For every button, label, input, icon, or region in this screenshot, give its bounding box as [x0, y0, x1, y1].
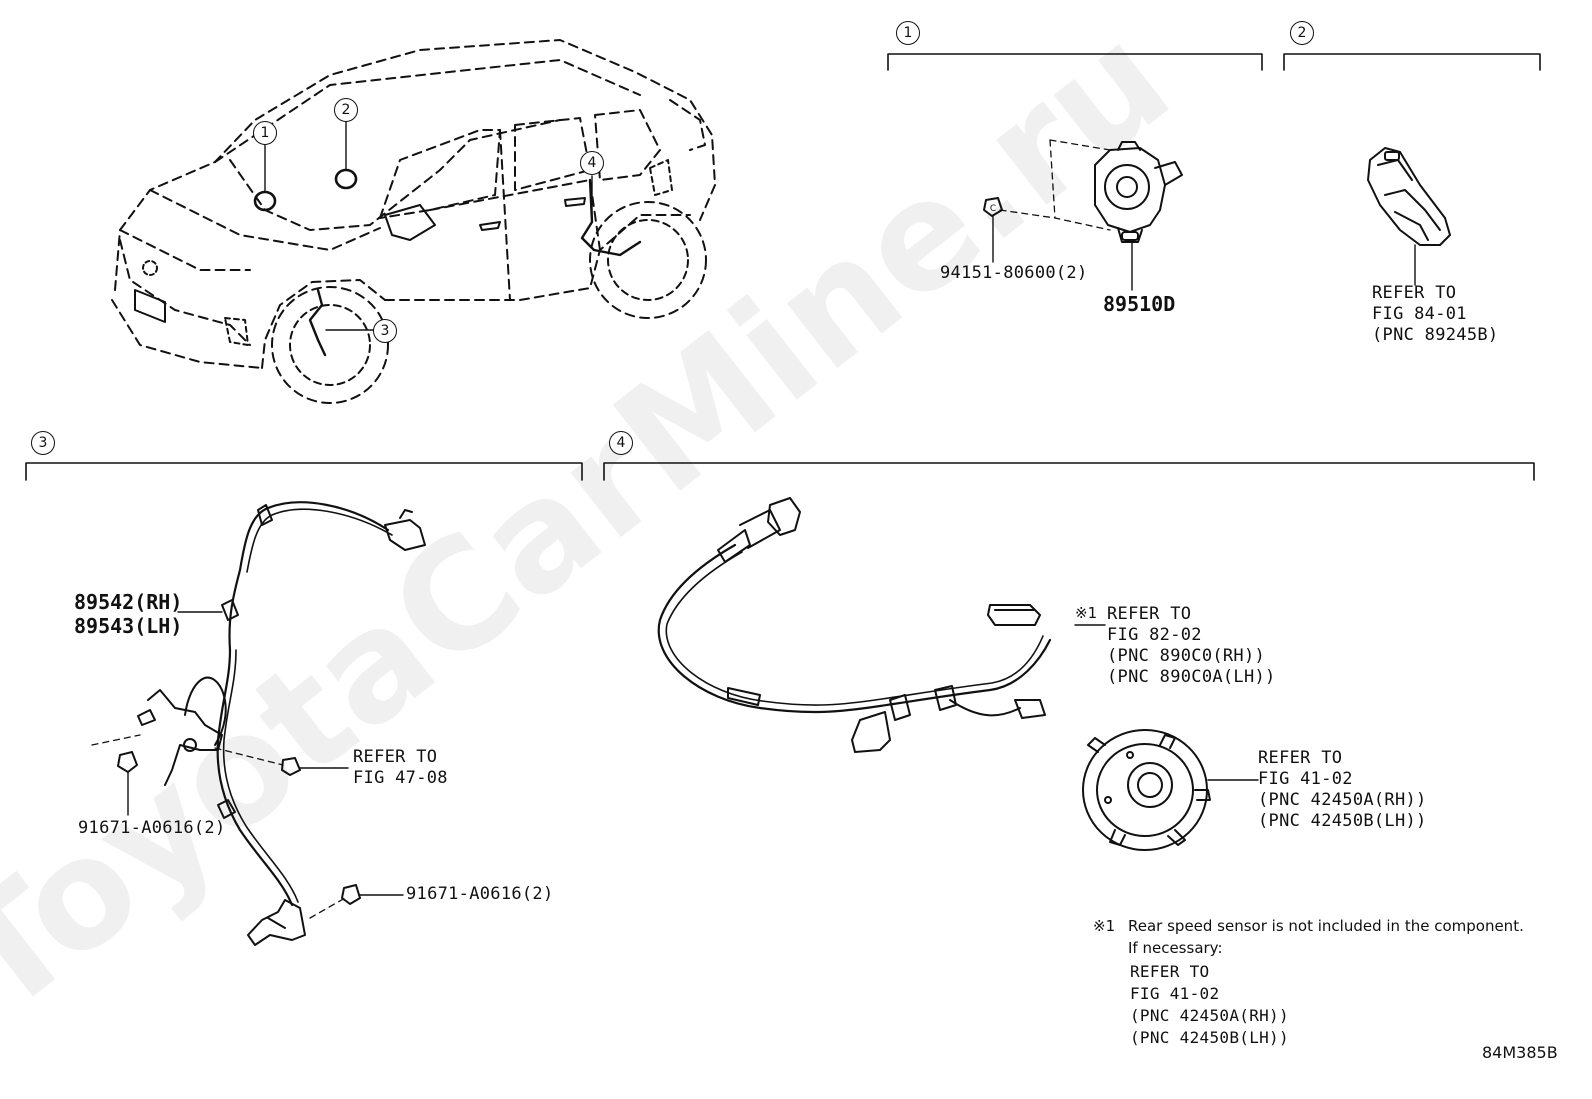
part-number-94151: 94151-80600(2)	[940, 263, 1088, 283]
section-3-drawing	[91, 501, 426, 946]
part-number-89510d: 89510D	[1103, 292, 1176, 316]
vehicle-illustration	[111, 39, 716, 404]
car-callout-4: 4	[580, 151, 604, 175]
car-callout-2: 2	[334, 98, 358, 122]
footnote-ref: REFER TO FIG 41-02 (PNC 42450A(RH)) (PNC…	[1130, 962, 1289, 1047]
part-number-89542-89543: 89542(RH) 89543(LH)	[74, 590, 183, 638]
part-number-91671-a: 91671-A0616(2)	[78, 818, 226, 838]
footnote-line-1: Rear speed sensor is not included in the…	[1128, 917, 1524, 935]
car-callout-3: 3	[373, 319, 397, 343]
ref-fig-82-02: REFER TO FIG 82-02 (PNC 890C0(RH)) (PNC …	[1107, 604, 1276, 687]
section-marker-4: 4	[609, 431, 633, 455]
note-mark-ref: ※1	[1075, 604, 1098, 622]
figure-code: 84M385B	[1482, 1043, 1558, 1062]
svg-text:C: C	[990, 204, 996, 214]
car-callout-1: 1	[253, 121, 277, 145]
footnote-line-2: If necessary:	[1128, 939, 1223, 957]
section-brackets	[25, 53, 1541, 481]
section-marker-1: 1	[896, 21, 920, 45]
footnote-mark: ※1	[1093, 917, 1116, 935]
part-number-91671-b: 91671-A0616(2)	[406, 884, 554, 904]
section-4-drawing	[657, 497, 1259, 851]
ref-fig-47-08: REFER TO FIG 47-08	[353, 747, 448, 788]
section-2-drawing	[1367, 147, 1451, 286]
section-1-drawing: C	[983, 139, 1183, 291]
ref-fig-41-02: REFER TO FIG 41-02 (PNC 42450A(RH)) (PNC…	[1258, 748, 1427, 831]
section-marker-2: 2	[1290, 21, 1314, 45]
ref-fig-84-01: REFER TO FIG 84-01 (PNC 89245B)	[1372, 283, 1499, 345]
section-marker-3: 3	[31, 431, 55, 455]
